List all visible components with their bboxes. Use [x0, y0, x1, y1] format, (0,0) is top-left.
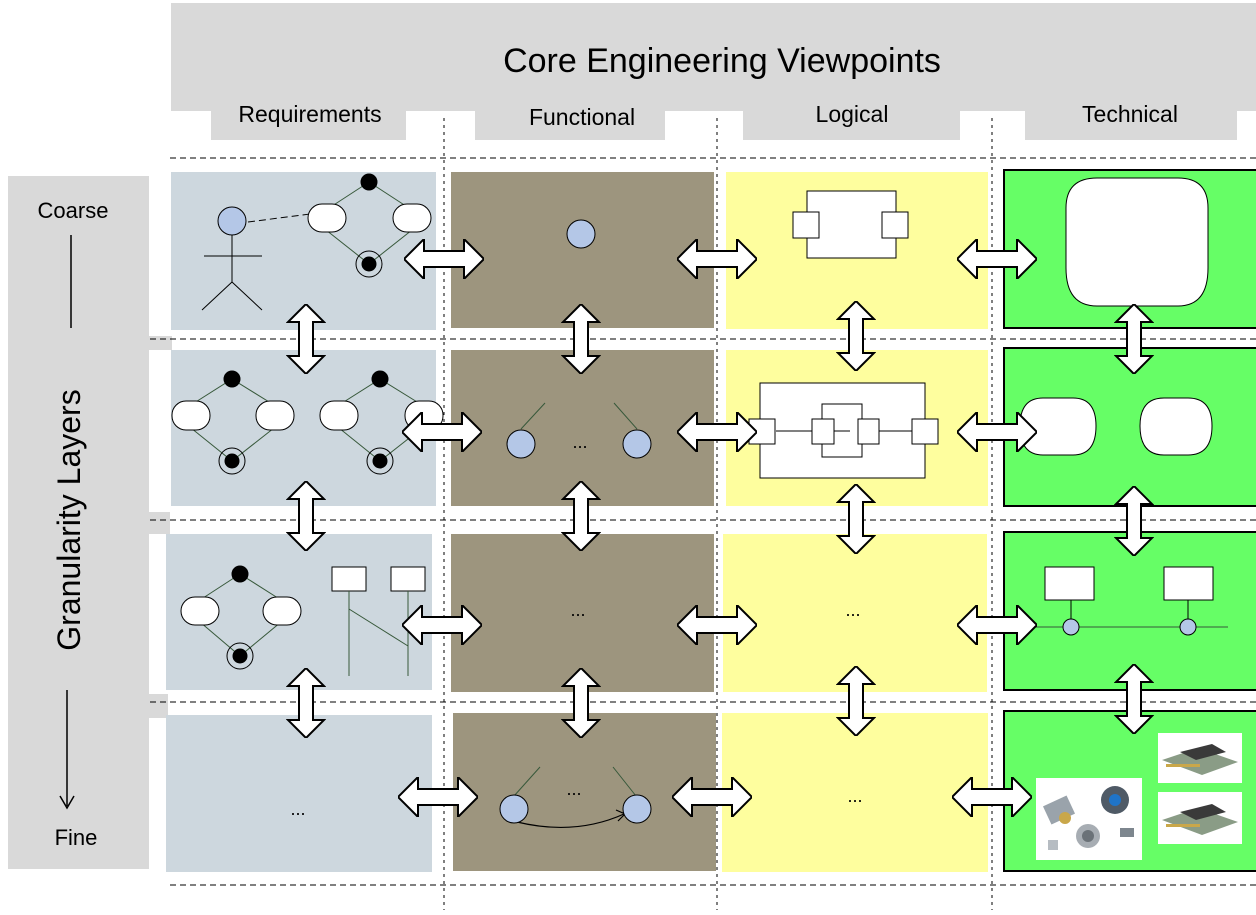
ellipsis-log-fine: ... — [847, 786, 862, 806]
header: Core Engineering Viewpoints Requirements… — [171, 3, 1256, 140]
technical-content — [1014, 177, 1242, 860]
actor-icon — [201, 206, 263, 311]
axis-notch-3 — [120, 694, 168, 718]
logical-content: ... ... — [748, 190, 939, 806]
function-flow-arrow — [516, 813, 625, 829]
cell-func-2 — [451, 350, 714, 506]
cell-req-coarse — [171, 172, 436, 330]
functional-content: ... ... ... — [499, 219, 652, 829]
hardware-unit-shape — [1019, 397, 1097, 456]
ellipsis-func-fine: ... — [566, 779, 581, 799]
header-band — [171, 3, 1256, 111]
lifeline-diagram-icon — [331, 566, 426, 676]
column-tab-logical — [743, 96, 960, 140]
axis-arrowhead — [59, 795, 75, 810]
component-icon — [792, 190, 909, 259]
cell-log-3 — [723, 534, 987, 692]
activity-diagram-icon — [171, 370, 295, 475]
cell-func-coarse — [451, 172, 714, 328]
column-tab-requirements — [211, 96, 406, 140]
cell-func-fine — [453, 713, 716, 871]
function-node — [566, 219, 596, 249]
column-label-requirements: Requirements — [238, 101, 381, 127]
component-icon — [748, 382, 939, 479]
hardware-unit-shape — [1065, 177, 1209, 307]
cells — [166, 169, 1256, 872]
column-label-logical: Logical — [816, 101, 889, 127]
activity-diagram-icon — [307, 173, 432, 278]
network-topology-icon — [1014, 566, 1228, 636]
cell-req-fine — [166, 715, 432, 872]
ellipsis-log-3: ... — [845, 600, 860, 620]
axis-notch-2 — [120, 512, 170, 534]
cell-req-2 — [171, 350, 436, 506]
cell-tech-3 — [1003, 531, 1256, 691]
cell-log-fine — [722, 713, 988, 872]
requirements-content: ... — [171, 173, 444, 819]
ellipsis-func-2: ... — [572, 432, 587, 452]
column-tab-functional — [475, 96, 665, 140]
grid-lines — [150, 118, 1256, 910]
granularity-axis: Coarse Fine Granularity Layers — [8, 176, 172, 869]
header-title: Core Engineering Viewpoints — [503, 42, 941, 80]
column-label-technical: Technical — [1082, 101, 1178, 127]
function-node — [622, 794, 652, 824]
ellipsis-req-fine: ... — [290, 799, 305, 819]
column-label-functional: Functional — [529, 104, 635, 130]
activity-diagram-icon — [180, 565, 302, 670]
function-node — [622, 429, 652, 459]
axis-notch-1 — [120, 336, 172, 350]
fine-label: Fine — [55, 825, 98, 850]
granularity-axis-label: Granularity Layers — [51, 389, 87, 650]
ellipsis-func-3: ... — [570, 600, 585, 620]
mechanical-parts-image — [1036, 778, 1142, 860]
coarse-label: Coarse — [38, 198, 109, 223]
column-tab-technical — [1025, 96, 1237, 140]
hardware-unit-shape — [1139, 397, 1213, 456]
ecu-hardware-image — [1158, 792, 1242, 844]
cell-func-3 — [451, 534, 714, 692]
function-node — [499, 794, 529, 824]
ecu-hardware-image — [1158, 733, 1242, 783]
function-node — [506, 429, 536, 459]
